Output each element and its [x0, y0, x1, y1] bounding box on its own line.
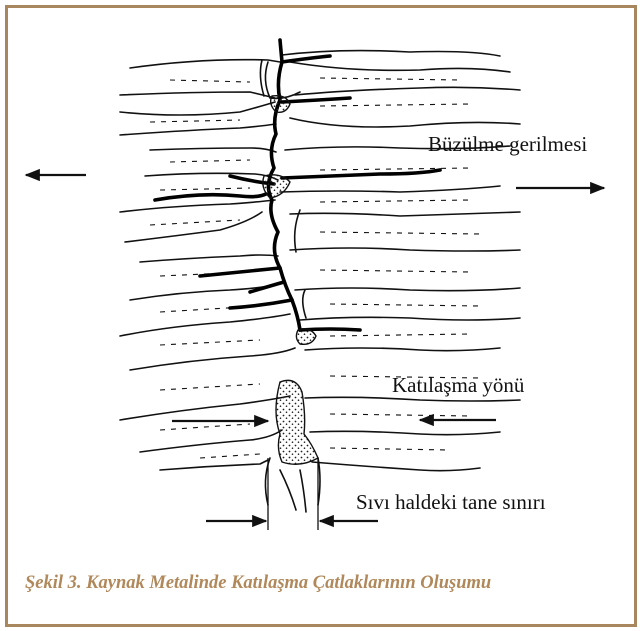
solidification-crack — [155, 40, 440, 330]
solidification-direction-label: Katılaşma yönü — [392, 375, 524, 396]
arrows — [26, 175, 604, 521]
figure-caption: Şekil 3. Kaynak Metalinde Katılaşma Çatl… — [25, 574, 491, 593]
liquid-grain-boundary-label: Sıvı haldeki tane sınırı — [356, 492, 546, 513]
shrinkage-stress-label: Büzülme gerilmesi — [428, 134, 587, 155]
boundary-guides — [268, 458, 318, 530]
grain-outlines — [120, 51, 520, 512]
